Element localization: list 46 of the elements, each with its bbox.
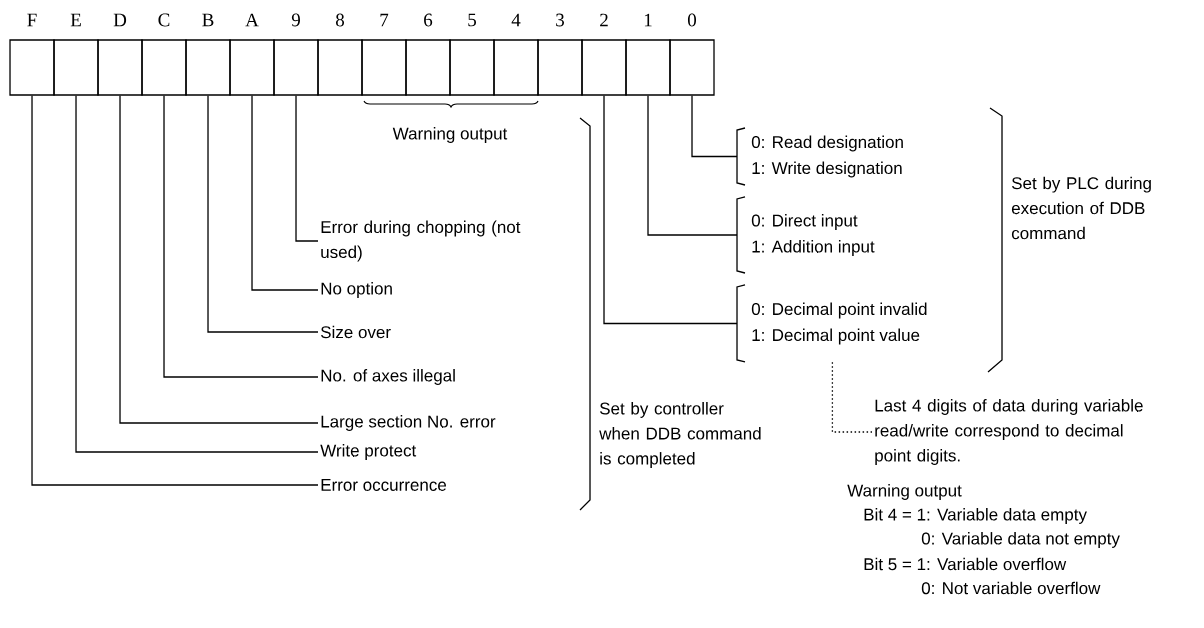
bit-label: 3 [556, 13, 564, 27]
bit-label: D [113, 13, 127, 27]
option-text: 0: Read designation 1: Write designation [751, 135, 903, 178]
bracket-label: Warning output [392, 127, 508, 143]
description-text: No. of axes illegal [321, 369, 455, 385]
description-text: No option [321, 282, 392, 298]
bit-label: 1 [644, 13, 652, 27]
bit-label: C [158, 13, 170, 27]
note-line: Bit 5 = 1: Variable overflow [864, 557, 1067, 571]
leader-line [31, 95, 319, 486]
bit-label: F [27, 13, 37, 27]
description-text: Write protect [320, 444, 417, 460]
bit-label: 4 [511, 13, 521, 27]
bit-label: 6 [424, 13, 433, 27]
bit-label: 7 [380, 13, 389, 27]
note-line: 0: Not variable overflow [921, 581, 1101, 595]
leader-line [691, 95, 738, 158]
leader-line [75, 95, 319, 453]
description-text: Large section No. error [321, 415, 496, 431]
description-text: Last 4 digits of data during variable read/write correspond to decimal point digits. [875, 399, 1143, 465]
option-text: 0: Direct input 1: Addition input [751, 214, 875, 256]
leader-line [119, 95, 319, 424]
bit-label: 2 [600, 13, 608, 27]
note-heading: Warning output [847, 484, 962, 500]
leader-line [295, 95, 319, 242]
bit-label: 9 [291, 13, 300, 27]
leader-line [207, 95, 319, 333]
description-text: Error during chopping (not used) [321, 220, 521, 262]
bracket-label: Set by PLC during execution of DDB command [1011, 176, 1151, 240]
note-line: 0: Variable data not empty [921, 532, 1120, 548]
leader-line [251, 95, 319, 291]
description-text: Size over [321, 325, 391, 339]
bit-label: 8 [336, 13, 345, 27]
bit-label: B [202, 13, 214, 27]
note-line: Bit 4 = 1: Variable data empty [864, 508, 1087, 524]
bit-label: A [245, 13, 259, 27]
bit-label: 0 [688, 13, 696, 27]
leader-line [163, 95, 319, 378]
leader-line [603, 95, 738, 325]
bit-label: 5 [468, 13, 476, 27]
bracket-label: Set by controller when DDB command is completed [599, 402, 761, 468]
leader-line [647, 95, 738, 236]
dotted-leader-line [831, 361, 873, 433]
description-text: Error occurrence [321, 479, 447, 491]
bit-label: E [70, 13, 81, 27]
option-text: 0: Decimal point invalid 1: Decimal point value [751, 302, 927, 345]
